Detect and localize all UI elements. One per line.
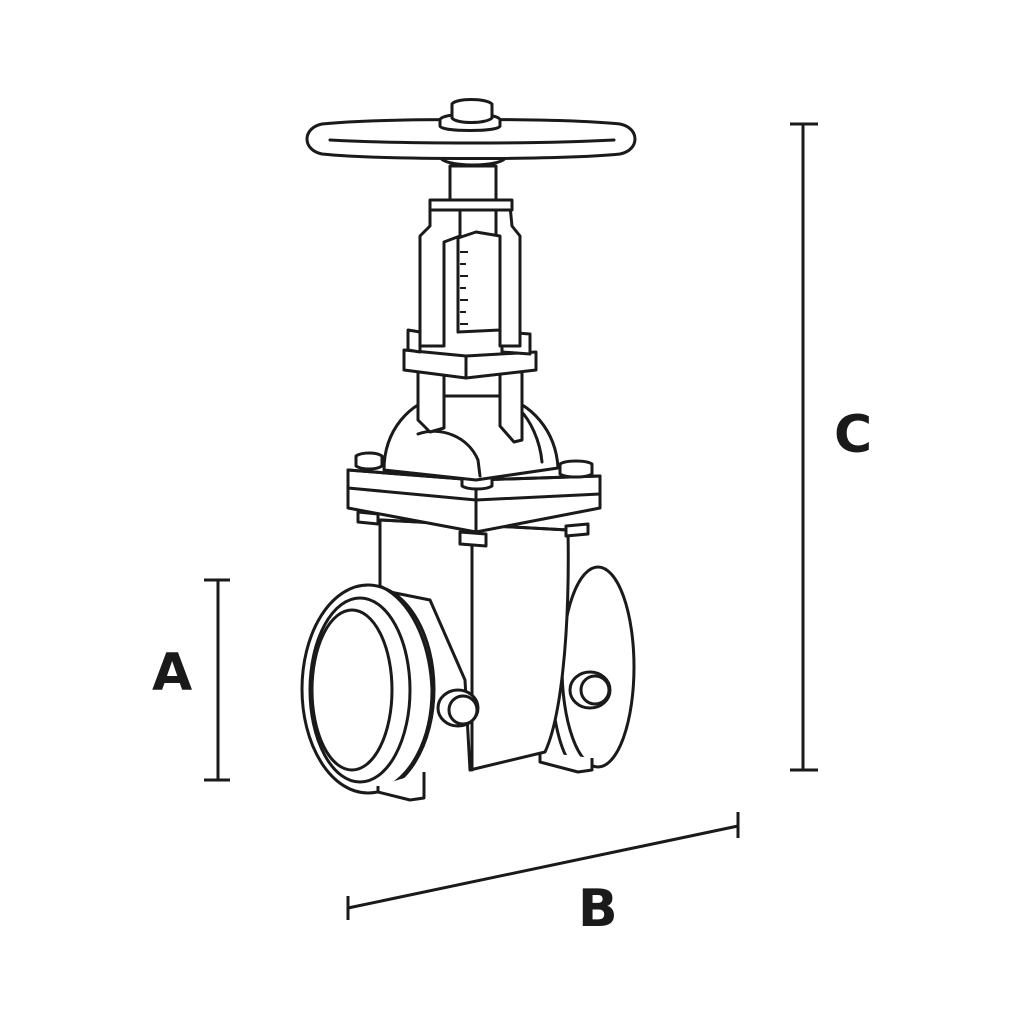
valve-body [300,518,636,802]
scale-ticks [460,251,468,325]
bonnet-dome [382,394,560,482]
dimension-b: B [346,812,740,939]
dimension-a-label: A [152,643,192,703]
dimension-c: C [790,122,872,772]
dimension-a: A [152,578,230,782]
handwheel [305,98,637,160]
yoke [402,198,538,444]
dimension-c-label: C [834,405,872,465]
dimension-b-label: B [578,879,618,939]
